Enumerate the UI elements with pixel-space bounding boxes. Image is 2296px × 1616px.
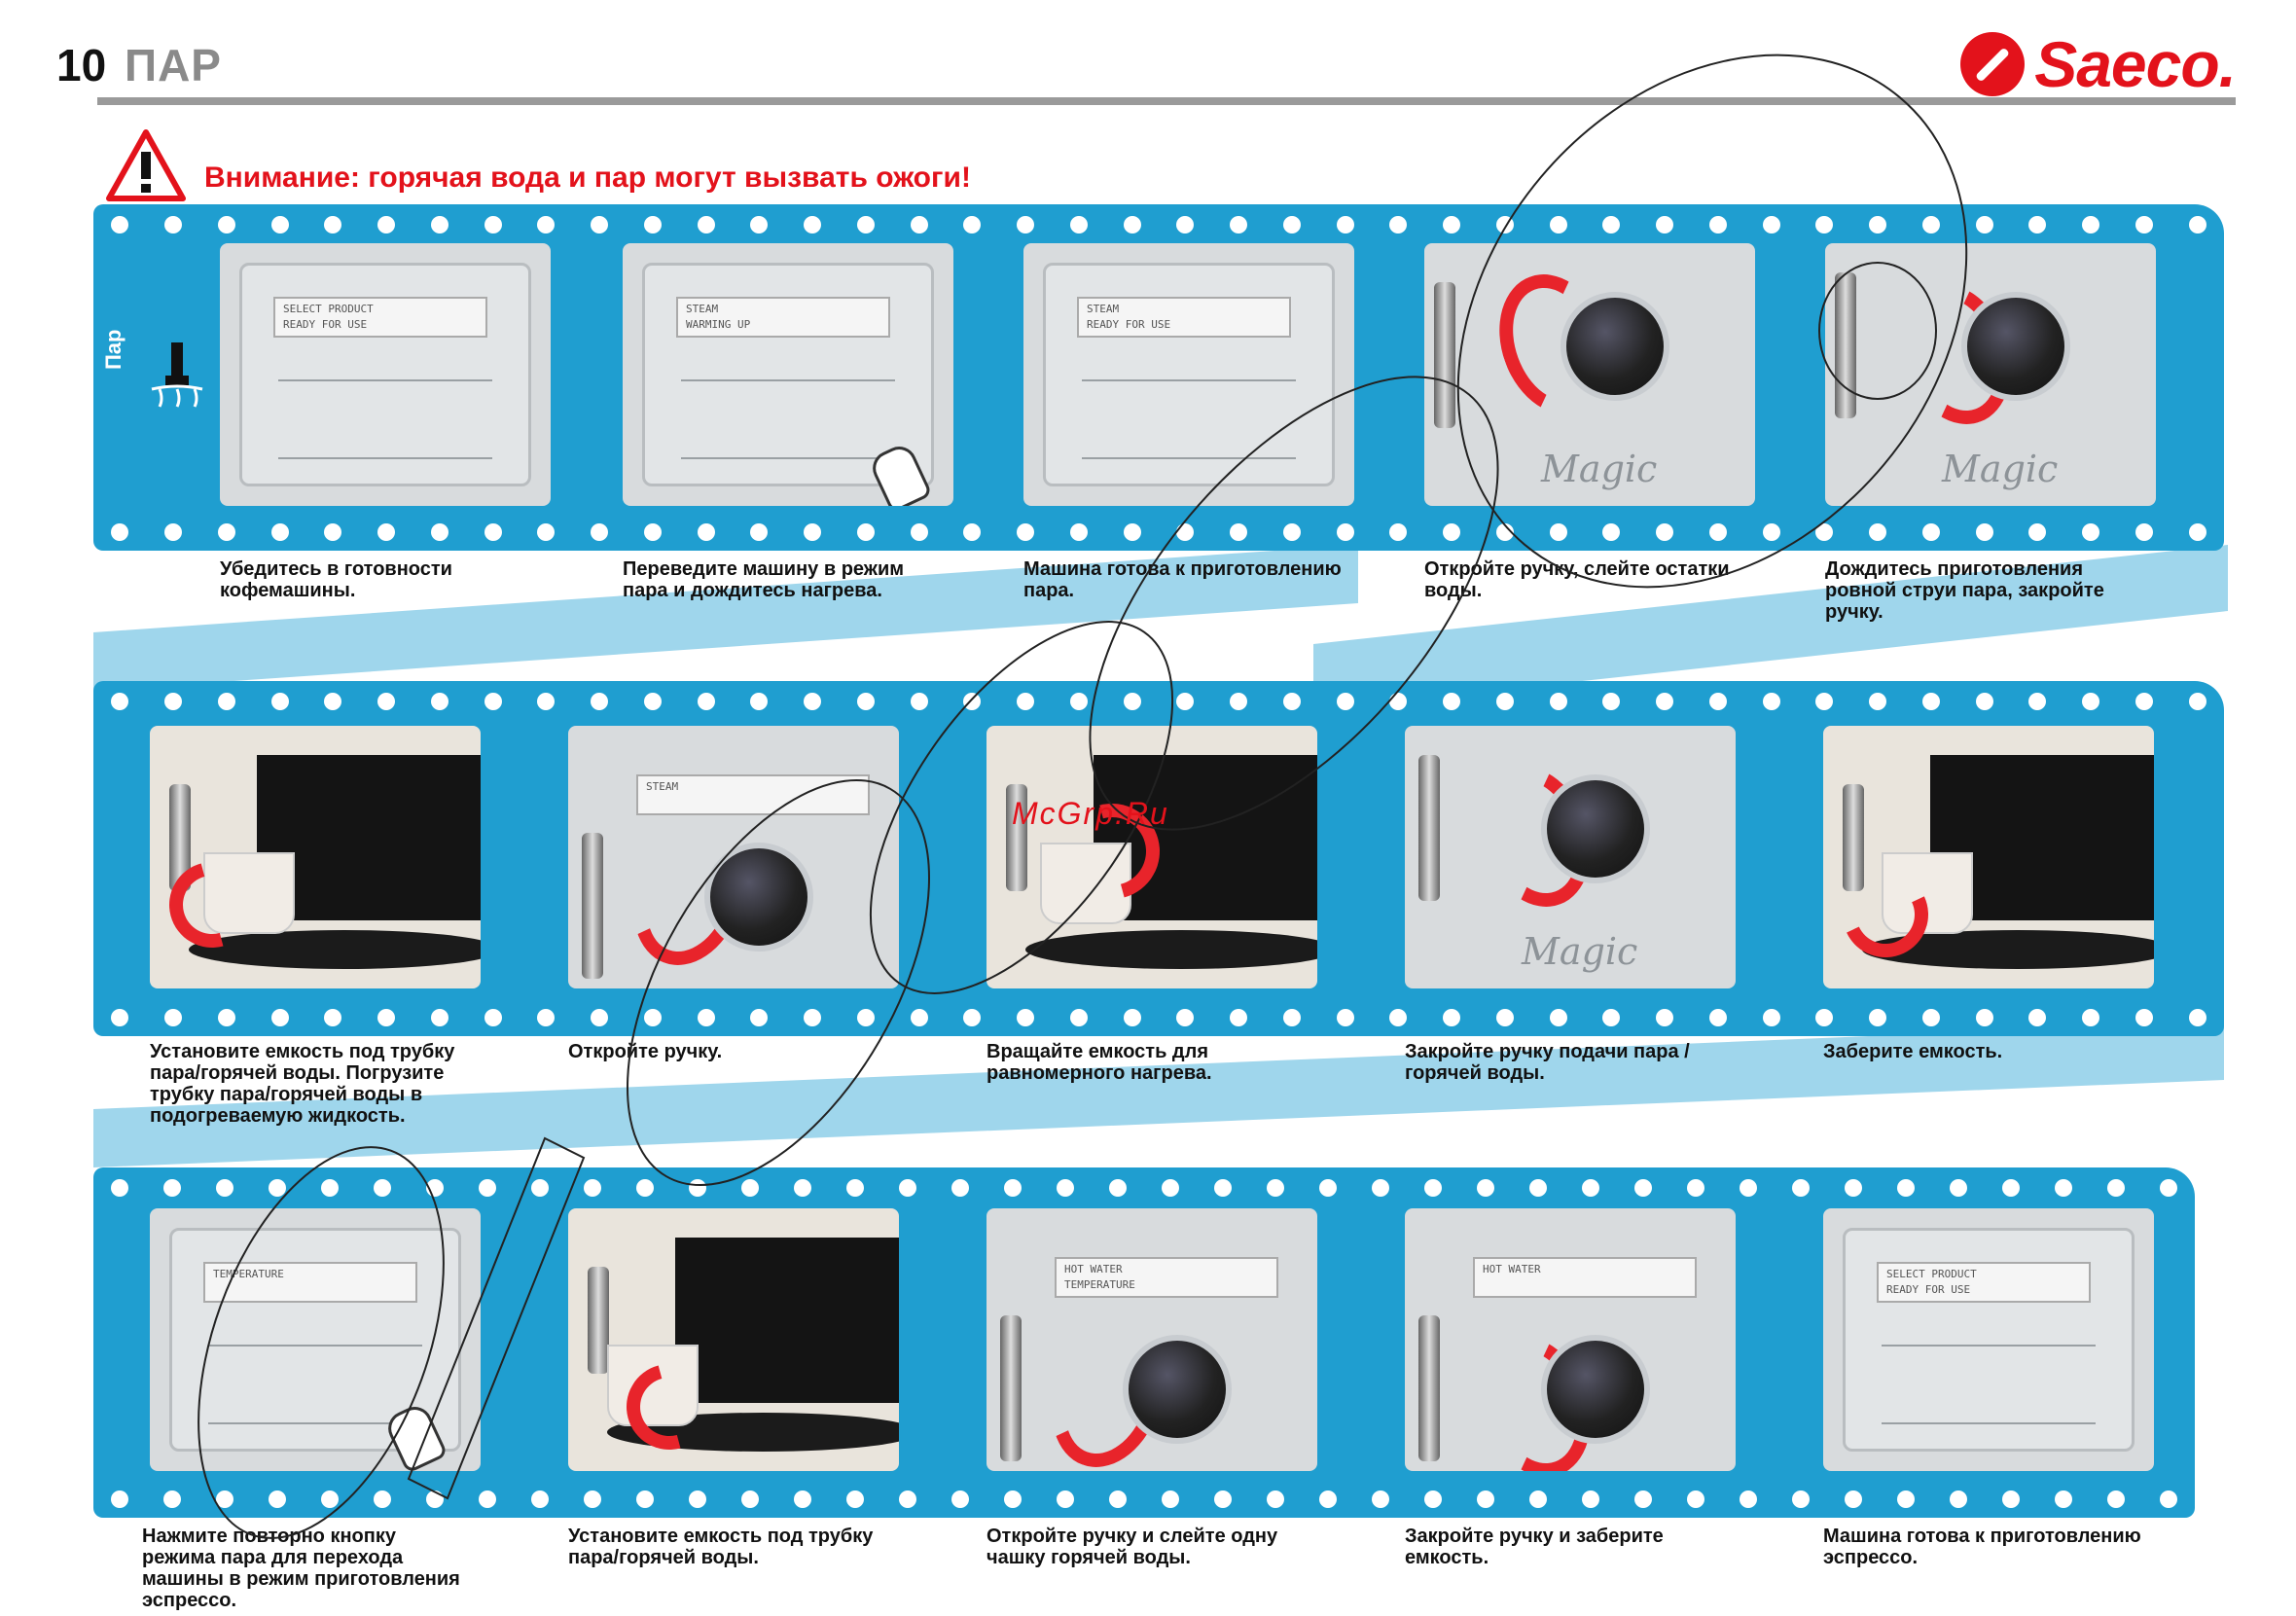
step-caption: Установите емкость под трубку пара/горяч…	[150, 1041, 455, 1127]
step-caption: Откройте ручку.	[568, 1041, 723, 1062]
button-row	[208, 1345, 422, 1358]
step-1-1-photo: SELECT PRODUCT READY FOR USE	[220, 243, 551, 506]
button-row	[278, 379, 492, 393]
step-2-5-photo	[1823, 726, 2154, 988]
brand-logo: Saeco.	[1960, 27, 2237, 101]
watermark-text: McGrp.Ru	[1012, 796, 1169, 831]
section-title: ПАР	[125, 40, 222, 90]
steam-knob	[1541, 1335, 1650, 1444]
button-row	[1082, 457, 1296, 471]
step-1-2-photo: STEAM WARMING UP	[623, 243, 953, 506]
header-rule	[97, 97, 2236, 105]
steam-knob	[1541, 774, 1650, 883]
lcd-display: STEAM	[636, 774, 870, 815]
milk-jug	[203, 852, 295, 934]
step-1-4-photo: Magic	[1424, 243, 1755, 506]
steam-knob	[1961, 292, 2070, 401]
machine-body	[675, 1238, 899, 1403]
button-row	[681, 379, 895, 393]
warning-triangle-icon	[106, 129, 186, 201]
step-3-4-photo: HOT WATER	[1405, 1208, 1736, 1471]
step-2-1-photo	[150, 726, 481, 988]
button-row	[1082, 379, 1296, 393]
brand-name: Saeco.	[2034, 28, 2237, 100]
steam-wand	[582, 833, 603, 979]
button-row	[278, 457, 492, 471]
step-1-5-photo: Magic	[1825, 243, 2156, 506]
steam-wand	[1000, 1315, 1022, 1461]
strip-holes-bottom	[93, 1009, 2224, 1026]
steam-wand	[169, 784, 191, 891]
steam-wand	[1418, 1315, 1440, 1461]
step-3-5-photo: SELECT PRODUCT READY FOR USE	[1823, 1208, 2154, 1471]
steam-wand	[1434, 282, 1455, 428]
lcd-display: HOT WATER	[1473, 1257, 1697, 1298]
step-caption: Дождитесь приготовления ровной струи пар…	[1825, 558, 2104, 623]
lcd-display: HOT WATER TEMPERATURE	[1055, 1257, 1278, 1298]
step-caption: Откройте ручку и слейте одну чашку горяч…	[987, 1526, 1278, 1568]
step-caption: Переведите машину в режим пара и дождите…	[623, 558, 905, 601]
strip-holes-top	[93, 216, 2224, 233]
machine-brand: Magic	[1522, 930, 1638, 973]
cup	[607, 1345, 699, 1426]
step-1-3-photo: STEAM READY FOR USE	[1023, 243, 1354, 506]
saeco-mark-icon	[1960, 32, 2026, 96]
step-3-2-photo	[568, 1208, 899, 1471]
step-caption: Машина готова к приготовлению эспрессо.	[1823, 1526, 2141, 1568]
drip-tray	[1025, 930, 1317, 969]
strip-holes-top	[93, 1179, 2195, 1197]
step-3-1-photo: TEMPERATURE	[150, 1208, 481, 1471]
lcd-display: TEMPERATURE	[203, 1262, 417, 1303]
step-caption: Закройте ручку подачи пара /горячей воды…	[1405, 1041, 1690, 1084]
strip-holes-bottom	[93, 523, 2224, 541]
steam-wand	[1418, 755, 1440, 901]
steam-wand	[588, 1267, 609, 1374]
lcd-display: SELECT PRODUCT READY FOR USE	[1877, 1262, 2091, 1303]
steam-wand	[1006, 784, 1027, 891]
steam-knob	[1561, 292, 1669, 401]
warning-text: Внимание: горячая вода и пар могут вызва…	[204, 162, 971, 194]
step-caption: Вращайте емкость для равномерного нагрев…	[987, 1041, 1212, 1084]
lcd-display: STEAM READY FOR USE	[1077, 297, 1291, 338]
button-row	[1882, 1345, 2096, 1358]
step-caption: Убедитесь в готовности кофемашины.	[220, 558, 452, 601]
step-3-3-photo: HOT WATER TEMPERATURE	[987, 1208, 1317, 1471]
page-number: 10	[56, 40, 107, 90]
step-caption: Машина готова к приготовлению пара.	[1023, 558, 1342, 601]
steam-wand-icon	[151, 342, 203, 408]
button-row	[208, 1422, 422, 1436]
machine-brand: Magic	[1942, 448, 2059, 490]
step-2-2-photo: STEAM	[568, 726, 899, 988]
step-caption: Установите емкость под трубку пара/горяч…	[568, 1526, 874, 1568]
button-row	[1882, 1422, 2096, 1436]
strip-holes-top	[93, 693, 2224, 710]
drip-tray	[1862, 930, 2154, 969]
lcd-display: STEAM WARMING UP	[676, 297, 890, 338]
step-2-4-photo: Magic	[1405, 726, 1736, 988]
steam-knob	[1123, 1335, 1232, 1444]
milk-jug	[1040, 843, 1131, 924]
step-caption: Заберите емкость.	[1823, 1041, 2003, 1062]
step-caption: Закройте ручку и заберите емкость.	[1405, 1526, 1664, 1568]
machine-brand: Magic	[1541, 448, 1658, 490]
lcd-display: SELECT PRODUCT READY FOR USE	[273, 297, 487, 338]
step-caption: Нажмите повторно кнопку режима пара для …	[142, 1526, 460, 1611]
drip-tray	[189, 930, 481, 969]
milk-jug	[1882, 852, 1973, 934]
steam-wand	[1843, 784, 1864, 891]
button-row	[681, 457, 895, 471]
